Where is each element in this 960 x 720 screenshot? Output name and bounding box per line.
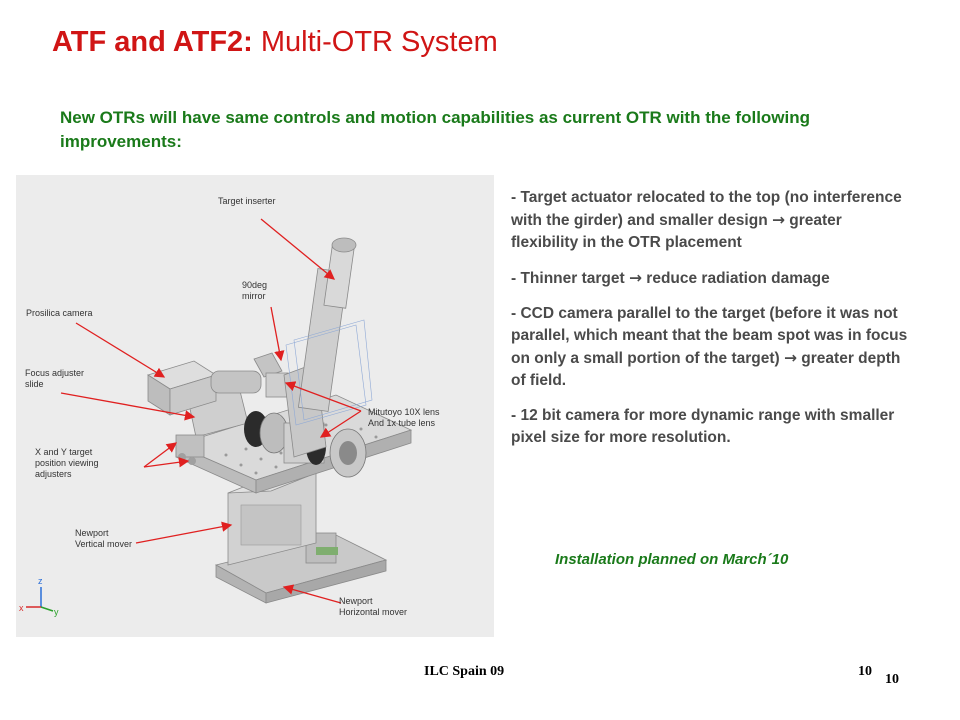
label-focus-line1: Focus adjuster xyxy=(25,368,85,378)
label-xy-line3: adjusters xyxy=(35,469,72,479)
arrow-right-icon: → xyxy=(771,211,785,229)
installation-note: Installation planned on March´10 xyxy=(555,551,789,568)
horizontal-mover-shape xyxy=(214,532,388,604)
axes-triad xyxy=(26,587,54,612)
bullet-thinner-target: - Thinner target → reduce radiation dama… xyxy=(511,267,911,290)
label-horizontal-line2: Horizontal mover xyxy=(339,607,408,617)
bullet-3-text-a: - CCD camera parallel to the target (bef… xyxy=(511,305,908,367)
bullet-2-text-a: - Thinner target xyxy=(511,270,629,287)
bullet-3-text-b: greater depth of field. xyxy=(511,350,901,389)
leader-arrows xyxy=(60,218,362,604)
axis-y-label: y xyxy=(54,607,59,617)
label-vertical-mover: Newport Vertical mover xyxy=(75,528,132,550)
bullet-12-bit-camera: - 12 bit camera for more dynamic range w… xyxy=(511,407,895,446)
label-xy-line1: X and Y target xyxy=(35,447,93,457)
otr-drawing xyxy=(26,218,413,612)
bullet-ccd-camera: - CCD camera parallel to the target (bef… xyxy=(511,303,911,392)
axis-x-label: x xyxy=(19,603,24,613)
label-mitutoyo-line1: Mitutoyo 10X lens xyxy=(368,407,440,417)
label-target-inserter: Target inserter xyxy=(218,196,276,206)
footer-center: ILC Spain 09 xyxy=(424,664,505,679)
label-mirror-line1: 90deg xyxy=(242,280,268,290)
label-horizontal-line1: Newport xyxy=(339,596,373,606)
label-mirror: 90deg mirror xyxy=(242,280,267,302)
title-bold: ATF and ATF2: xyxy=(52,26,253,58)
subtitle: New OTRs will have same controls and mot… xyxy=(60,108,811,151)
label-focus-line2: slide xyxy=(25,379,44,389)
arrow-right-icon: → xyxy=(628,269,642,287)
label-xy: X and Y target position viewing adjuster… xyxy=(35,447,99,480)
bullet-target-actuator: - Target actuator relocated to the top (… xyxy=(511,187,911,254)
label-xy-line2: position viewing xyxy=(35,458,99,468)
footer-page-number: 10 xyxy=(858,664,872,679)
bullet-2-text-b: reduce radiation damage xyxy=(641,270,830,287)
label-mirror-line2: mirror xyxy=(242,291,266,301)
label-horizontal-mover: Newport Horizontal mover xyxy=(339,596,407,618)
title-rest: Multi-OTR System xyxy=(252,26,498,58)
label-prosilica: Prosilica camera xyxy=(26,308,93,318)
axis-z-label: z xyxy=(38,576,43,586)
bullet-1-text-a: - Target actuator relocated to the top (… xyxy=(511,189,902,229)
bullet-1-text-b: greater flexibility in the OTR placement xyxy=(511,212,842,251)
footer-slide-number: 10 xyxy=(885,672,899,687)
otr-figure: Target inserter 90deg mirror Prosilica c… xyxy=(16,175,494,637)
label-mitutoyo-line2: And 1x tube lens xyxy=(368,418,436,428)
arrow-right-icon: → xyxy=(783,349,797,367)
camera-shape xyxy=(147,360,262,416)
slide-title: ATF and ATF2: Multi-OTR System xyxy=(52,26,498,59)
label-vertical-line1: Newport xyxy=(75,528,109,538)
label-vertical-line2: Vertical mover xyxy=(75,539,133,549)
label-focus: Focus adjuster slide xyxy=(25,368,84,390)
improvements-list: - Target actuator relocated to the top (… xyxy=(511,187,911,462)
label-mitutoyo: Mitutoyo 10X lens And 1x tube lens xyxy=(368,407,440,429)
